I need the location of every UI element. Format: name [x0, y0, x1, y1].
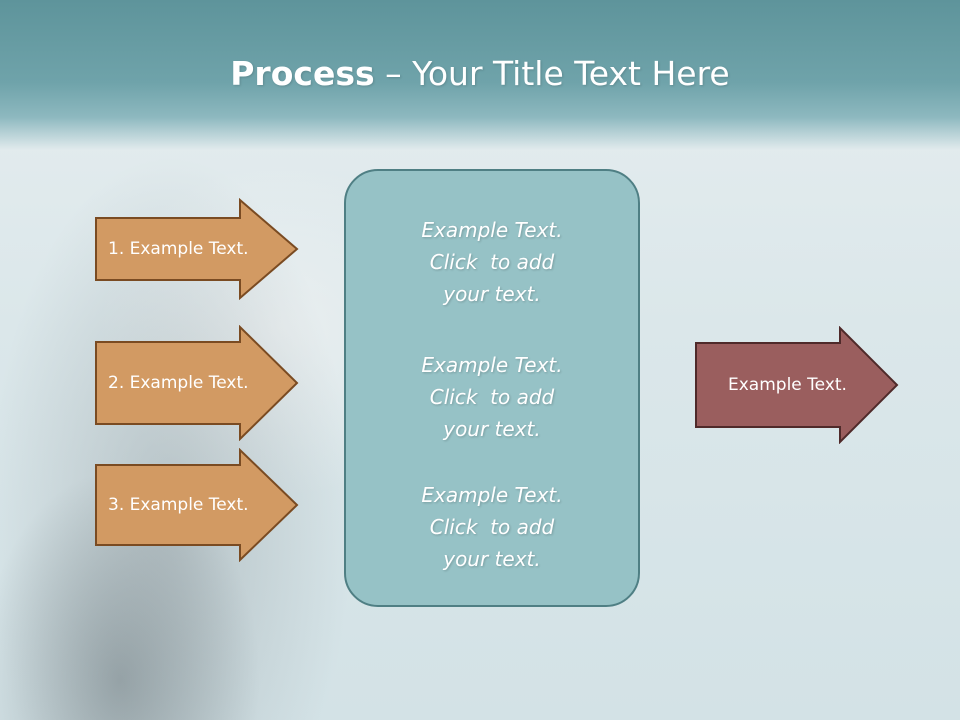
left-arrow-3: 3. Example Text. [94, 448, 300, 562]
arrow-right-shape-icon [95, 198, 299, 300]
panel-text-line: your text. [443, 547, 541, 571]
right-arrow-label: Example Text. [728, 375, 847, 395]
panel-text-line: your text. [443, 282, 541, 306]
left-arrow-2: 2. Example Text. [94, 325, 300, 441]
panel-text-line: Example Text. [421, 218, 563, 242]
panel-text-line: Example Text. [421, 353, 563, 377]
left-arrow-label: 2. Example Text. [108, 373, 249, 393]
title-rest: – Your Title Text Here [374, 54, 730, 93]
left-arrow-1: 1. Example Text. [94, 198, 300, 300]
slide-title: Process – Your Title Text Here [0, 52, 960, 96]
title-bold: Process [230, 54, 375, 93]
panel-text-line: your text. [443, 417, 541, 441]
panel-text-line: Click to add [429, 385, 555, 409]
arrow-right-shape-icon [695, 326, 899, 444]
title-bar [0, 0, 960, 150]
center-text-panel: Example Text. Click to add your text. Ex… [344, 169, 640, 607]
arrow-right-shape-icon [95, 448, 299, 562]
panel-text-line: Click to add [429, 250, 555, 274]
arrow-right-shape-icon [95, 325, 299, 441]
panel-text-block-3: Example Text. Click to add your text. [346, 479, 638, 575]
panel-text-block-2: Example Text. Click to add your text. [346, 349, 638, 445]
panel-text-line: Example Text. [421, 483, 563, 507]
right-arrow: Example Text. [694, 326, 900, 444]
left-arrow-label: 1. Example Text. [108, 239, 249, 259]
panel-text-line: Click to add [429, 515, 555, 539]
left-arrow-label: 3. Example Text. [108, 495, 249, 515]
panel-text-block-1: Example Text. Click to add your text. [346, 214, 638, 310]
